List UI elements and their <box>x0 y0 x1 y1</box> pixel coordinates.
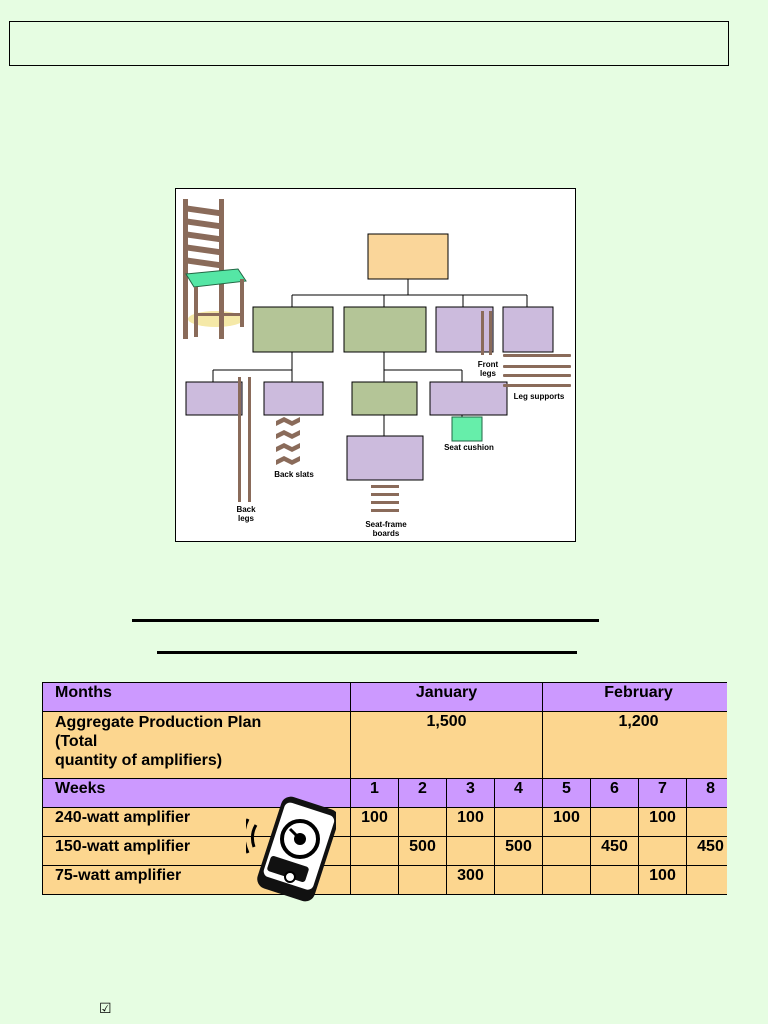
aggregate-january: 1,500 <box>351 712 543 779</box>
aggregate-plan-label: Aggregate Production Plan (Total quantit… <box>43 712 351 779</box>
master-production-schedule-table: Months January February Aggregate Produc… <box>42 682 727 895</box>
table-cell: 500 <box>399 837 447 866</box>
checkbox-icon[interactable]: ☑ <box>99 1002 112 1015</box>
table-cell <box>351 837 399 866</box>
table-cell <box>639 837 687 866</box>
table-cell: 100 <box>639 808 687 837</box>
aggregate-plan-row: Aggregate Production Plan (Total quantit… <box>43 712 728 779</box>
amplifier-icon <box>246 795 336 905</box>
month-january: January <box>351 683 543 712</box>
table-cell <box>495 808 543 837</box>
week-cell: 1 <box>351 779 399 808</box>
table-cell <box>351 866 399 895</box>
week-cell: 4 <box>495 779 543 808</box>
week-cell: 5 <box>543 779 591 808</box>
table-clip: Months January February Aggregate Produc… <box>0 0 727 1024</box>
week-cell: 2 <box>399 779 447 808</box>
table-row: 150-watt amplifier 500 500 450 450 <box>43 837 728 866</box>
table-cell <box>591 808 639 837</box>
table-cell <box>687 866 728 895</box>
table-cell <box>399 866 447 895</box>
table-cell: 100 <box>447 808 495 837</box>
aggregate-february: 1,200 <box>543 712 728 779</box>
week-cell: 6 <box>591 779 639 808</box>
table-cell <box>543 866 591 895</box>
table-cell <box>399 808 447 837</box>
month-february: February <box>543 683 728 712</box>
week-cell: 3 <box>447 779 495 808</box>
table-row: 240-watt amplifier 100 100 100 100 <box>43 808 728 837</box>
table-cell <box>543 837 591 866</box>
table-cell: 300 <box>447 866 495 895</box>
table-row: 75-watt amplifier 300 100 <box>43 866 728 895</box>
table-cell <box>591 866 639 895</box>
table-cell <box>447 837 495 866</box>
months-row: Months January February <box>43 683 728 712</box>
week-cell: 7 <box>639 779 687 808</box>
week-cell: 8 <box>687 779 728 808</box>
table-cell: 100 <box>639 866 687 895</box>
table-cell <box>687 808 728 837</box>
table-cell <box>495 866 543 895</box>
table-cell: 500 <box>495 837 543 866</box>
table-cell: 100 <box>543 808 591 837</box>
table-cell: 100 <box>351 808 399 837</box>
table-cell: 450 <box>687 837 728 866</box>
weeks-row: Weeks 1 2 3 4 5 6 7 8 <box>43 779 728 808</box>
months-label: Months <box>43 683 351 712</box>
table-cell: 450 <box>591 837 639 866</box>
